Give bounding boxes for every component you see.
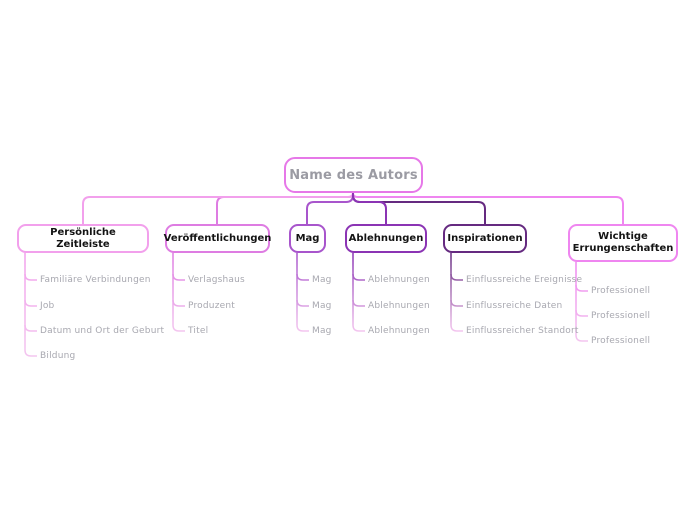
branch-node-label: Ablehnungen bbox=[348, 232, 424, 244]
subtopic-connector bbox=[450, 253, 463, 332]
subtopic[interactable]: Einflussreicher Standort bbox=[466, 326, 579, 336]
branch-node-veroeffentlichungen[interactable]: Veröffentlichungen bbox=[164, 224, 271, 253]
branch-node-mag[interactable]: Mag bbox=[289, 224, 326, 253]
branch-node-label: Persönliche Zeitleiste bbox=[50, 226, 116, 250]
subtopic[interactable]: Familiäre Verbindungen bbox=[40, 275, 151, 285]
subtopic[interactable]: Einflussreiche Daten bbox=[466, 301, 563, 311]
subtopic[interactable]: Ablehnungen bbox=[368, 301, 430, 311]
subtopic[interactable]: Verlagshaus bbox=[188, 275, 245, 285]
branch-node-inspirationen[interactable]: Inspirationen bbox=[443, 224, 527, 253]
subtopic[interactable]: Titel bbox=[188, 326, 209, 336]
branch-node-wichtige-errungenschaften[interactable]: Wichtige Errungenschaften bbox=[568, 224, 678, 262]
subtopic[interactable]: Mag bbox=[312, 275, 332, 285]
subtopic-connector bbox=[575, 262, 588, 342]
subtopic[interactable]: Professionell bbox=[591, 311, 651, 321]
branch-node-label: Wichtige Errungenschaften bbox=[572, 231, 674, 254]
branch-connector bbox=[352, 193, 387, 224]
subtopic[interactable]: Einflussreiche Ereignisse bbox=[466, 275, 583, 285]
branch-node-persoenliche-zeitleiste[interactable]: Persönliche Zeitleiste bbox=[17, 224, 149, 253]
subtopic[interactable]: Datum und Ort der Geburt bbox=[40, 326, 165, 336]
subtopic[interactable]: Mag bbox=[312, 301, 332, 311]
branch-node-label: Veröffentlichungen bbox=[163, 232, 272, 244]
subtopic-connector bbox=[24, 253, 37, 357]
subtopic[interactable]: Ablehnungen bbox=[368, 275, 430, 285]
subtopic-connector bbox=[172, 253, 185, 332]
root-node-label: Name des Autors bbox=[289, 167, 418, 183]
subtopic-connector bbox=[352, 253, 365, 332]
subtopic[interactable]: Produzent bbox=[188, 301, 235, 311]
subtopic[interactable]: Professionell bbox=[591, 336, 651, 346]
subtopic[interactable]: Job bbox=[40, 301, 55, 311]
branch-node-ablehnungen[interactable]: Ablehnungen bbox=[345, 224, 427, 253]
branch-connector bbox=[352, 192, 624, 224]
root-node[interactable]: Name des Autors bbox=[284, 157, 423, 193]
branch-node-label: Mag bbox=[295, 232, 320, 244]
branch-node-label: Inspirationen bbox=[447, 232, 523, 244]
subtopic-connector bbox=[296, 253, 309, 332]
subtopic[interactable]: Bildung bbox=[40, 351, 76, 361]
subtopic[interactable]: Professionell bbox=[591, 286, 651, 296]
subtopic[interactable]: Ablehnungen bbox=[368, 326, 430, 336]
subtopic[interactable]: Mag bbox=[312, 326, 332, 336]
